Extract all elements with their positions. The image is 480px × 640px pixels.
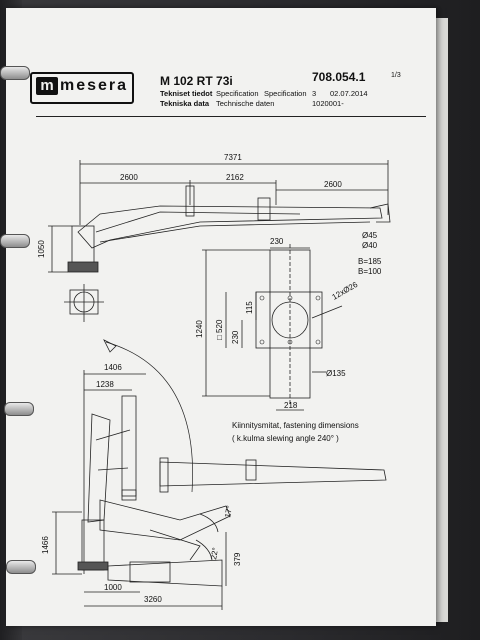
- dim-520: □ 520: [215, 319, 224, 340]
- support-arm: [149, 529, 201, 561]
- bolt-hole: [259, 295, 265, 301]
- label-b185: B=185: [358, 257, 382, 266]
- binder-ring: [0, 234, 30, 248]
- angle-17: 17°: [223, 505, 234, 518]
- dim-1406: 1406: [104, 363, 122, 372]
- angle-22: 22°: [209, 547, 220, 560]
- angle-arc-22: [195, 539, 213, 561]
- label-d45: Ø45: [362, 231, 378, 240]
- fastening-caption: Kiinnitysmitat, fastening dimensions: [232, 421, 359, 430]
- crane-folded-view: [52, 339, 387, 610]
- linkage: [97, 467, 129, 471]
- bolt-hole: [287, 295, 293, 301]
- bolt-hole: [287, 339, 293, 345]
- page-number: 1/3: [391, 72, 401, 79]
- header-rule: [36, 116, 426, 117]
- mounting-plate: [255, 291, 323, 349]
- label-d135: Ø135: [326, 369, 346, 378]
- label-d40: Ø40: [362, 241, 378, 250]
- boom-inner: [99, 221, 371, 243]
- crane-extended-view: [48, 160, 391, 322]
- dim-1240: 1240: [195, 320, 204, 338]
- swing-arc: [105, 341, 193, 493]
- binder-ring: [0, 66, 30, 80]
- slewing-caption: ( k.kulma slewing angle 240° ): [232, 434, 339, 443]
- boom-joint: [257, 197, 271, 221]
- boom-joint: [159, 457, 169, 493]
- dim-230-left: 230: [231, 330, 240, 344]
- header-fi-label: Tekniset tiedot: [160, 89, 213, 98]
- main-boom: [99, 499, 231, 541]
- bolt-hole: [315, 295, 321, 301]
- dim-1466: 1466: [41, 536, 50, 554]
- header-en-label: Specification: [216, 89, 259, 98]
- header-fr-label: Specification: [264, 89, 307, 98]
- dim-218: 218: [284, 401, 298, 410]
- bolt-hole: [259, 339, 265, 345]
- dim-379: 379: [233, 552, 242, 566]
- boom-tip: [369, 203, 391, 223]
- dim-1238: 1238: [96, 380, 114, 389]
- dim-mid-reach: 2162: [226, 173, 244, 182]
- dim-1050: 1050: [37, 240, 46, 258]
- logo-wordmark: mesera: [60, 77, 129, 94]
- folded-base: [77, 561, 109, 571]
- dim-right-reach: 2600: [324, 180, 342, 189]
- boom-joint: [185, 185, 195, 217]
- column-base: [67, 261, 99, 273]
- cylinder-bracket: [129, 561, 171, 583]
- leader-bolt: [311, 305, 343, 319]
- fastening-plate-detail: [202, 244, 343, 411]
- hook-symbol: [103, 339, 117, 353]
- dim-115: 115: [245, 301, 254, 314]
- binder-ring: [4, 402, 34, 416]
- mesera-logo: m mesera: [30, 72, 134, 104]
- dim-230-top: 230: [270, 237, 284, 246]
- boom-inner: [95, 211, 301, 233]
- revision: 3: [312, 89, 317, 98]
- label-bolt-holes: 12xØ26: [331, 280, 360, 302]
- folded-outer-boom: [87, 413, 111, 523]
- dim-3260: 3260: [144, 595, 162, 604]
- model-title: M 102 RT 73i: [160, 74, 233, 88]
- label-b100: B=100: [358, 267, 382, 276]
- boom-joint: [245, 459, 257, 481]
- header-de-label: Technische daten: [216, 99, 275, 108]
- boom-outline: [77, 205, 383, 249]
- dim-1000: 1000: [104, 583, 122, 592]
- binder-ring: [6, 560, 36, 574]
- angle-arc-17: [199, 513, 219, 533]
- spec-sheet-page: [6, 8, 436, 626]
- bolt-hole: [315, 339, 321, 345]
- header-sv-label: Tekniska data: [160, 99, 210, 108]
- document-number: 708.054.1: [312, 70, 366, 84]
- joint-plate: [121, 489, 137, 501]
- issue-date: 02.07.2014: [330, 89, 368, 98]
- horizontal-boom: [159, 461, 387, 487]
- linkage: [95, 429, 131, 441]
- serial-number: 1020001-: [312, 99, 344, 108]
- dim-total: 7371: [224, 153, 242, 162]
- dim-left-reach: 2600: [120, 173, 138, 182]
- logo-mark: m: [36, 77, 58, 95]
- folded-inner-boom: [121, 395, 137, 497]
- plate-bore: [271, 301, 309, 339]
